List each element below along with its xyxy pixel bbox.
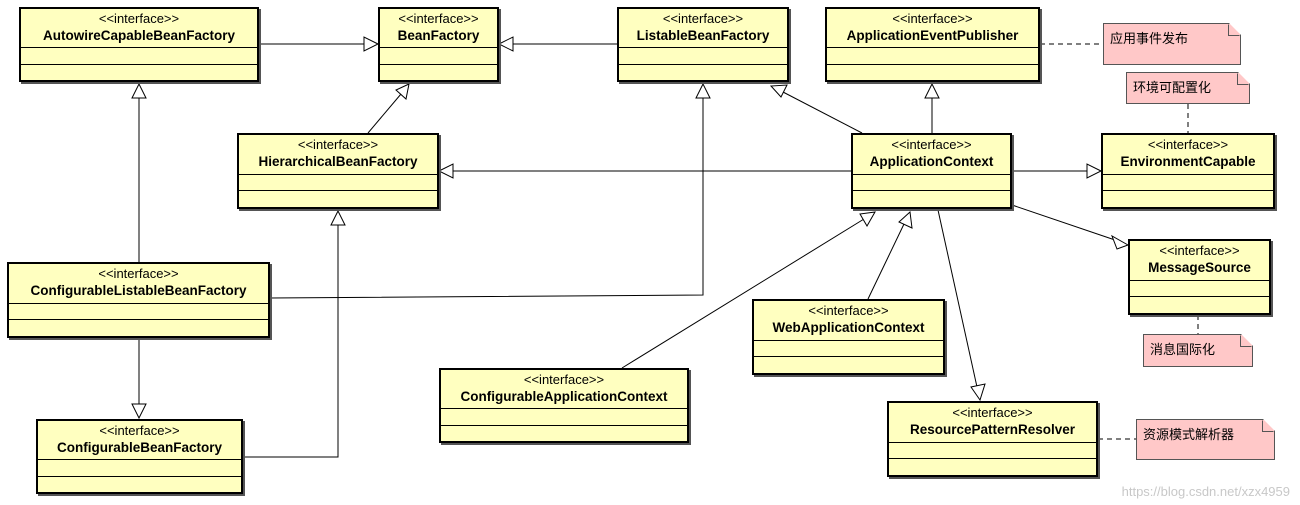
stereotype-label: <<interface>> (1147, 137, 1229, 153)
class-autowire-capable-bean-factory[interactable]: <<interface>>AutowireCapableBeanFactory (19, 7, 259, 82)
note-text: 资源模式解析器 (1143, 428, 1235, 443)
class-hierarchical-bean-factory[interactable]: <<interface>>HierarchicalBeanFactory (237, 133, 439, 209)
arrowhead (1111, 234, 1130, 250)
arrowhead (898, 210, 913, 229)
class-name: EnvironmentCapable (1120, 154, 1256, 170)
arrowhead (395, 83, 410, 100)
arrowhead (330, 209, 346, 226)
operations-section (38, 475, 241, 492)
note-message-source[interactable]: 消息国际化 (1143, 334, 1253, 367)
note-text: 消息国际化 (1150, 343, 1216, 358)
note-environment[interactable]: 环境可配置化 (1126, 72, 1250, 104)
operations-section (1130, 296, 1269, 313)
operations-section (21, 63, 257, 80)
attributes-section (9, 302, 268, 320)
edge-appcontext-resolver (937, 209, 978, 388)
class-configurable-listable-bean-factory[interactable]: <<interface>>ConfigurableListableBeanFac… (7, 262, 270, 338)
class-environment-capable[interactable]: <<interface>>EnvironmentCapable (1101, 133, 1275, 209)
edge-configapp-appcontext (621, 218, 865, 369)
attributes-section (754, 339, 943, 357)
stereotype-label: <<interface>> (98, 266, 179, 282)
stereotype-label: <<interface>> (99, 423, 180, 439)
operations-section (9, 319, 268, 336)
stereotype-label: <<interface>> (808, 303, 889, 319)
stereotype-label: <<interface>> (892, 11, 973, 27)
arrowhead (769, 84, 788, 98)
watermark: https://blog.csdn.net/xzx4959 (1121, 484, 1290, 499)
class-application-event-publisher[interactable]: <<interface>>ApplicationEventPublisher (825, 7, 1040, 82)
class-name: MessageSource (1148, 260, 1251, 276)
attributes-section (239, 173, 437, 191)
stereotype-label: <<interface>> (523, 372, 605, 388)
operations-section (239, 190, 437, 207)
attributes-section (619, 47, 787, 63)
attributes-section (827, 47, 1038, 63)
operations-section (853, 190, 1010, 207)
edge-webapp-appcontext (867, 223, 905, 300)
arrowhead (924, 82, 940, 99)
class-message-source[interactable]: <<interface>>MessageSource (1128, 239, 1271, 315)
operations-section (380, 63, 497, 80)
edge-configlistable-listable (269, 97, 704, 299)
class-name: ConfigurableBeanFactory (56, 440, 223, 456)
operations-section (441, 424, 687, 441)
stereotype-label: <<interface>> (891, 137, 972, 153)
note-resolver[interactable]: 资源模式解析器 (1136, 419, 1275, 460)
arrowhead (970, 383, 986, 402)
class-name: ResourcePatternResolver (909, 422, 1076, 438)
class-resource-pattern-resolver[interactable]: <<interface>>ResourcePatternResolver (887, 401, 1098, 477)
class-name: ListableBeanFactory (636, 28, 770, 44)
attributes-section (889, 441, 1096, 459)
class-listable-bean-factory[interactable]: <<interface>>ListableBeanFactory (617, 7, 789, 82)
operations-section (1103, 190, 1273, 207)
operations-section (619, 63, 787, 80)
stereotype-label: <<interface>> (952, 405, 1033, 421)
class-bean-factory[interactable]: <<interface>>BeanFactory (378, 7, 499, 82)
class-name: BeanFactory (397, 28, 480, 44)
class-name: WebApplicationContext (772, 320, 925, 336)
arrowhead (695, 82, 711, 99)
operations-section (754, 356, 943, 373)
attributes-section (1103, 173, 1273, 191)
attributes-section (21, 47, 257, 63)
attributes-section (380, 47, 497, 63)
note-text: 应用事件发布 (1110, 32, 1189, 47)
class-name: ConfigurableApplicationContext (460, 389, 668, 405)
class-name: ConfigurableListableBeanFactory (30, 283, 247, 299)
arrowhead (131, 82, 147, 99)
stereotype-label: <<interface>> (662, 11, 744, 27)
attributes-section (441, 408, 687, 424)
stereotype-label: <<interface>> (398, 11, 479, 27)
operations-section (827, 63, 1038, 80)
class-web-application-context[interactable]: <<interface>>WebApplicationContext (752, 299, 945, 375)
edge-hierarchical-beanfactory (367, 93, 402, 134)
stereotype-label: <<interface>> (1159, 243, 1240, 259)
operations-section (889, 458, 1096, 475)
arrowhead (859, 211, 876, 227)
arrowhead (131, 403, 147, 420)
class-name: ApplicationContext (869, 154, 994, 170)
arrowhead (497, 36, 514, 52)
class-name: AutowireCapableBeanFactory (42, 28, 236, 44)
arrowhead (437, 163, 454, 179)
class-configurable-bean-factory[interactable]: <<interface>>ConfigurableBeanFactory (36, 419, 243, 494)
note-publisher[interactable]: 应用事件发布 (1103, 23, 1241, 65)
attributes-section (38, 459, 241, 475)
class-name: ApplicationEventPublisher (846, 28, 1019, 44)
edge-appcontext-messagesource (1011, 204, 1116, 241)
edge-configbean-hierarchical (243, 224, 339, 458)
note-text: 环境可配置化 (1133, 81, 1212, 96)
attributes-section (853, 173, 1010, 191)
edge-appcontext-listable (782, 91, 863, 134)
stereotype-label: <<interface>> (98, 11, 180, 27)
class-name: HierarchicalBeanFactory (258, 154, 418, 170)
arrowhead (363, 36, 380, 52)
arrowhead (1086, 163, 1103, 179)
stereotype-label: <<interface>> (297, 137, 379, 153)
class-configurable-application-context[interactable]: <<interface>>ConfigurableApplicationCont… (439, 368, 689, 443)
attributes-section (1130, 279, 1269, 297)
class-application-context[interactable]: <<interface>>ApplicationContext (851, 133, 1012, 209)
